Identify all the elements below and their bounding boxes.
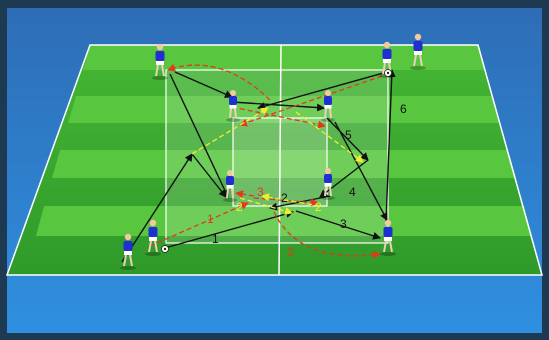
pass-6-label: 6 xyxy=(400,103,407,115)
soccer-ball-icon xyxy=(385,70,392,77)
pitch xyxy=(7,45,542,275)
yellow-2-left-label: 2 xyxy=(236,201,243,213)
pass-5-label: 5 xyxy=(345,129,352,141)
run-2-bottom-label: 2 xyxy=(287,246,294,258)
yellow-2-right-label: 2 xyxy=(315,201,322,213)
pass-4-label: 4 xyxy=(349,186,356,198)
run-3-label: 3 xyxy=(257,186,264,198)
pass-2-center-label: 2 xyxy=(281,192,288,204)
pass-1-label: 1 xyxy=(212,233,219,245)
pass-3-label: 3 xyxy=(340,218,347,230)
soccer-ball-icon xyxy=(162,246,169,253)
run-1-label: 1 xyxy=(207,213,214,225)
